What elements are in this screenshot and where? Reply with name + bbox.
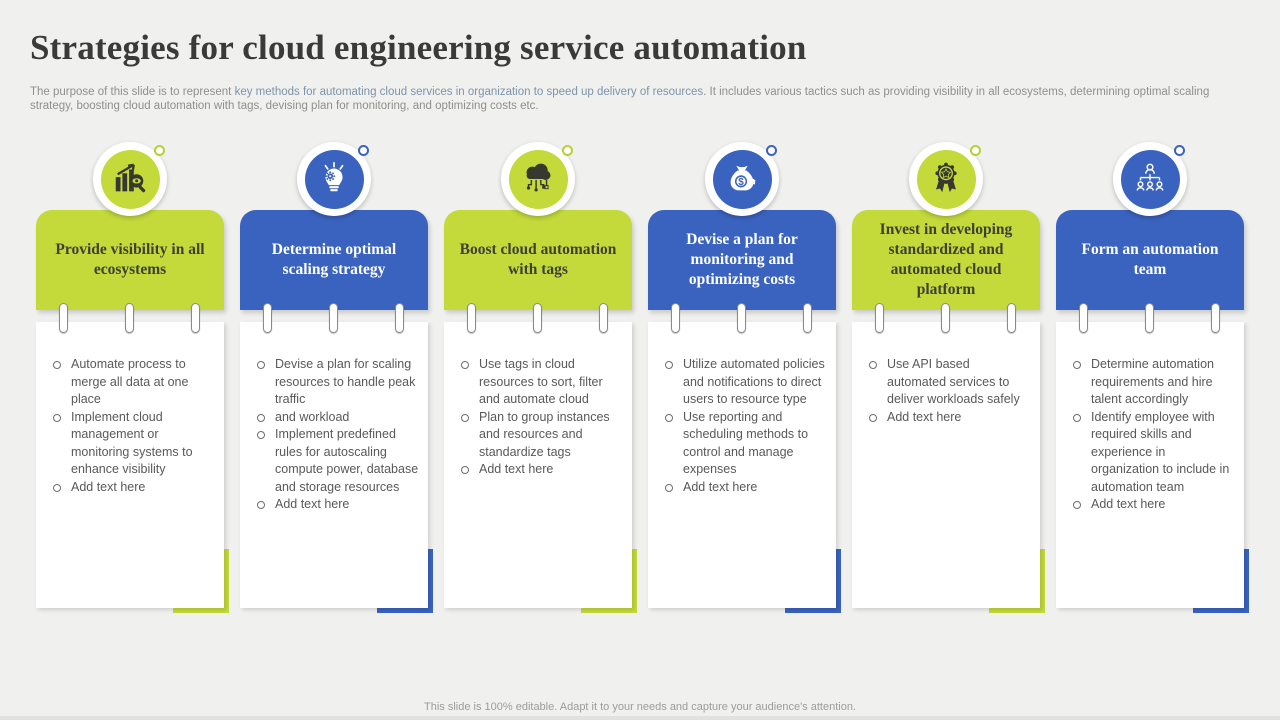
- list-item: Implement cloud management or monitoring…: [49, 409, 216, 479]
- column-header: Provide visibility in all ecosystems: [36, 210, 224, 310]
- binder-ring-icon: [1007, 303, 1016, 333]
- binder-ring-icon: [467, 303, 476, 333]
- bullet-list: Use tags in cloud resources to sort, fil…: [457, 356, 624, 479]
- list-item: and workload: [253, 409, 420, 427]
- list-item: Determine automation requirements and hi…: [1069, 356, 1236, 409]
- list-item: Add text here: [457, 461, 624, 479]
- column-body-card: Utilize automated policies and notificat…: [648, 322, 836, 608]
- list-item: Devise a plan for scaling resources to h…: [253, 356, 420, 409]
- list-item: Use reporting and scheduling methods to …: [661, 409, 828, 479]
- column-header: Determine optimal scaling strategy: [240, 210, 428, 310]
- icon-badge: [501, 142, 575, 216]
- binder-ring-icon: [1079, 303, 1088, 333]
- list-item: Plan to group instances and resources an…: [457, 409, 624, 462]
- bullet-list: Determine automation requirements and hi…: [1069, 356, 1236, 514]
- binder-ring-icon: [737, 303, 746, 333]
- list-item: Add text here: [661, 479, 828, 497]
- bottom-edge-bar: [0, 716, 1280, 720]
- circle-marker-icon: [562, 145, 573, 156]
- column-monitor-costs: $ Devise a plan for monitoring and optim…: [648, 142, 841, 613]
- money-bag-icon: $: [712, 149, 772, 209]
- description-suffix: . It includes various tactics such as pr…: [30, 86, 1210, 113]
- column-body-card: Devise a plan for scaling resources to h…: [240, 322, 428, 608]
- page-title: Strategies for cloud engineering service…: [30, 28, 807, 67]
- list-item: Add text here: [1069, 496, 1236, 514]
- column-automation-team: Form an automation team Determine automa…: [1056, 142, 1249, 613]
- lightbulb-gear-icon: [304, 149, 364, 209]
- bullet-list: Use API based automated services to deli…: [865, 356, 1032, 426]
- binder-rings: [444, 303, 632, 333]
- slide-description: The purpose of this slide is to represen…: [30, 85, 1228, 114]
- footer-note: This slide is 100% editable. Adapt it to…: [424, 701, 856, 713]
- column-cloud-platform: Invest in developing standardized and au…: [852, 142, 1045, 613]
- icon-badge: [909, 142, 983, 216]
- list-item: Utilize automated policies and notificat…: [661, 356, 828, 409]
- org-chart-icon: [1120, 149, 1180, 209]
- list-item: Add text here: [865, 409, 1032, 427]
- column-header: Form an automation team: [1056, 210, 1244, 310]
- list-item: Use API based automated services to deli…: [865, 356, 1032, 409]
- strategy-columns: Provide visibility in all ecosystems Aut…: [36, 142, 1249, 613]
- icon-badge: [1113, 142, 1187, 216]
- binder-ring-icon: [941, 303, 950, 333]
- description-prefix: The purpose of this slide is to represen…: [30, 86, 235, 98]
- list-item: Use tags in cloud resources to sort, fil…: [457, 356, 624, 409]
- icon-badge: [297, 142, 371, 216]
- binder-rings: [648, 303, 836, 333]
- bullet-list: Automate process to merge all data at on…: [49, 356, 216, 496]
- column-body-card: Determine automation requirements and hi…: [1056, 322, 1244, 608]
- list-item: Implement predefined rules for autoscali…: [253, 426, 420, 496]
- icon-badge: $: [705, 142, 779, 216]
- list-item: Add text here: [49, 479, 216, 497]
- column-body-card: Use tags in cloud resources to sort, fil…: [444, 322, 632, 608]
- column-provide-visibility: Provide visibility in all ecosystems Aut…: [36, 142, 229, 613]
- award-ribbon-icon: [916, 149, 976, 209]
- column-header: Devise a plan for monitoring and optimiz…: [648, 210, 836, 310]
- binder-ring-icon: [125, 303, 134, 333]
- binder-ring-icon: [533, 303, 542, 333]
- binder-ring-icon: [395, 303, 404, 333]
- circle-marker-icon: [154, 145, 165, 156]
- binder-ring-icon: [875, 303, 884, 333]
- binder-ring-icon: [599, 303, 608, 333]
- svg-text:$: $: [738, 177, 744, 188]
- bar-chart-magnifier-icon: [100, 149, 160, 209]
- column-header: Invest in developing standardized and au…: [852, 210, 1040, 310]
- cloud-network-icon: [508, 149, 568, 209]
- circle-marker-icon: [1174, 145, 1185, 156]
- binder-ring-icon: [1211, 303, 1220, 333]
- binder-ring-icon: [191, 303, 200, 333]
- list-item: Automate process to merge all data at on…: [49, 356, 216, 409]
- column-body-card: Automate process to merge all data at on…: [36, 322, 224, 608]
- bullet-list: Devise a plan for scaling resources to h…: [253, 356, 420, 514]
- binder-ring-icon: [329, 303, 338, 333]
- circle-marker-icon: [766, 145, 777, 156]
- description-highlight: key methods for automating cloud service…: [234, 86, 704, 98]
- column-cloud-tags: Boost cloud automation with tags Use tag…: [444, 142, 637, 613]
- circle-marker-icon: [970, 145, 981, 156]
- binder-rings: [1056, 303, 1244, 333]
- list-item: Identify employee with required skills a…: [1069, 409, 1236, 497]
- icon-badge: [93, 142, 167, 216]
- binder-ring-icon: [803, 303, 812, 333]
- binder-ring-icon: [263, 303, 272, 333]
- column-body-card: Use API based automated services to deli…: [852, 322, 1040, 608]
- column-header: Boost cloud automation with tags: [444, 210, 632, 310]
- binder-rings: [240, 303, 428, 333]
- column-scaling-strategy: Determine optimal scaling strategy Devis…: [240, 142, 433, 613]
- binder-rings: [36, 303, 224, 333]
- circle-marker-icon: [358, 145, 369, 156]
- binder-ring-icon: [1145, 303, 1154, 333]
- list-item: Add text here: [253, 496, 420, 514]
- binder-rings: [852, 303, 1040, 333]
- binder-ring-icon: [671, 303, 680, 333]
- binder-ring-icon: [59, 303, 68, 333]
- bullet-list: Utilize automated policies and notificat…: [661, 356, 828, 496]
